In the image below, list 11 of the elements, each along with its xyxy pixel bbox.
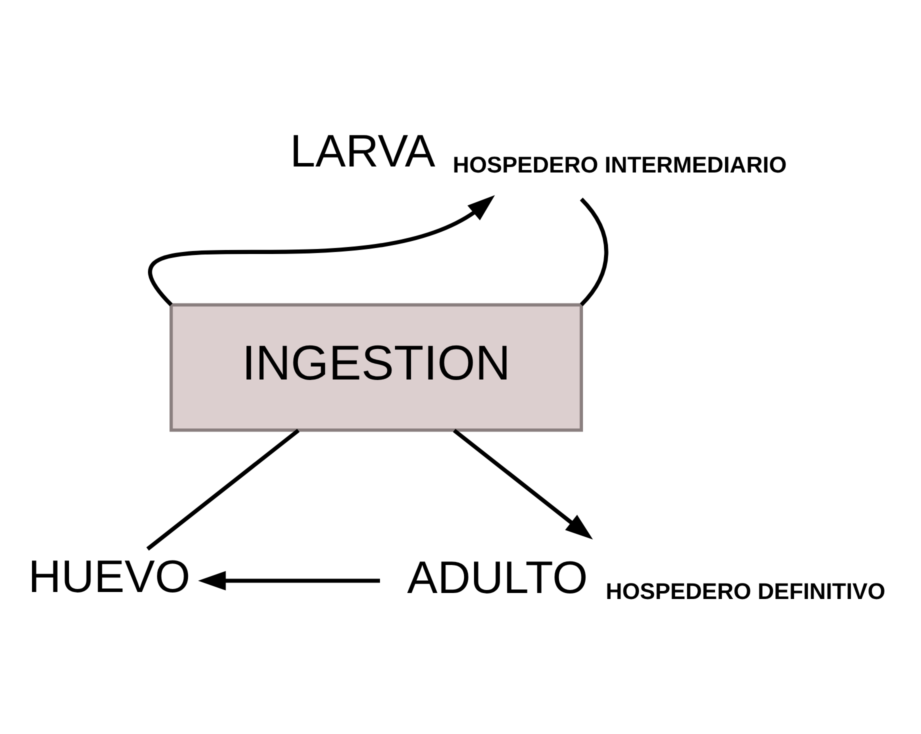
node-label: HOSPEDERO DEFINITIVO [606, 577, 886, 604]
node-text: LARVA [290, 124, 436, 176]
node-box: INGESTION [170, 302, 583, 432]
connector [146, 428, 300, 550]
arrow [452, 428, 593, 540]
arrow [149, 194, 495, 306]
connector [580, 197, 608, 306]
node-text: ADULTO [407, 551, 588, 602]
node-text: HUEVO [28, 550, 190, 602]
node-label: HOSPEDERO INTERMEDIARIO [452, 151, 787, 177]
arrow [198, 570, 380, 590]
